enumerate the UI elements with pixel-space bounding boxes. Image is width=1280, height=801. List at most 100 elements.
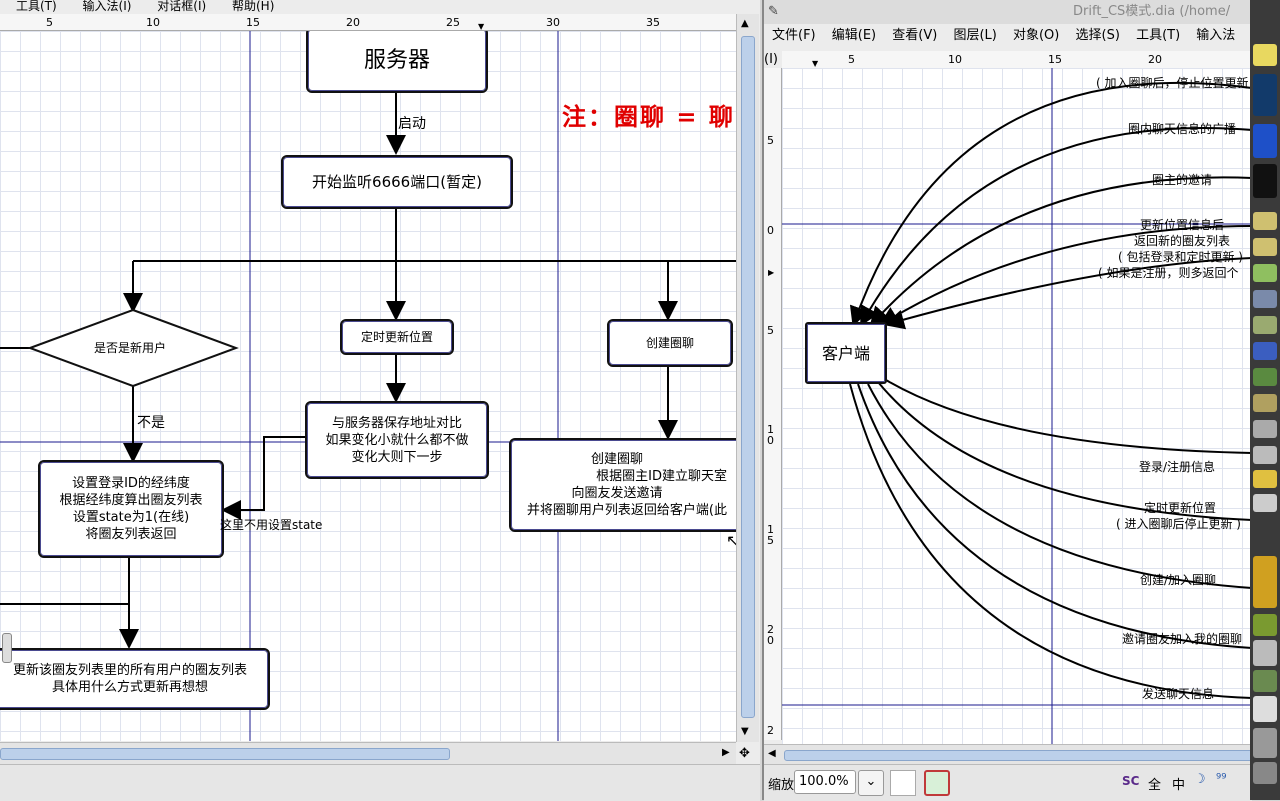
ruler-label: 15	[767, 523, 774, 547]
notepad-icon[interactable]	[1253, 238, 1277, 256]
menu-file[interactable]: 文件(F)	[772, 28, 816, 43]
scim-icon[interactable]: SC	[1122, 774, 1140, 788]
ime-moon-icon[interactable]: ☽	[1194, 772, 1206, 787]
snap-object-icon[interactable]	[924, 770, 950, 796]
timed-update-box[interactable]: 定时更新位置	[340, 319, 454, 355]
snap-grid-icon[interactable]	[890, 770, 916, 796]
client-box[interactable]: 客户端	[805, 322, 887, 384]
is-new-user-diamond[interactable]: 是否是新用户	[94, 341, 167, 355]
flow-label-if-register: ( 如果是注册，则多返回个	[1098, 266, 1239, 280]
paper-icon[interactable]	[1253, 420, 1277, 438]
scroll-down-icon[interactable]: ▼	[741, 726, 749, 737]
ruler-label: 10	[767, 423, 774, 447]
create-detail-line: 向圈友发送邀请	[571, 486, 663, 501]
browser-icon[interactable]	[1253, 264, 1277, 282]
ruler-label: 20	[346, 16, 360, 29]
system-monitor-icon[interactable]	[1253, 74, 1277, 116]
ime-fullwidth[interactable]: 全	[1148, 778, 1162, 793]
right-hscroll-thumb[interactable]	[784, 750, 1254, 761]
left-connectors	[0, 31, 736, 741]
zoom-label: 缩放	[768, 778, 795, 793]
right-horizontal-scrollbar[interactable]: ◀	[764, 744, 1254, 765]
tool-icon[interactable]	[1253, 316, 1277, 334]
right-statusbar: 缩放 100.0% ⌄ SC 全 中 ☽ ⁹⁹	[764, 764, 1252, 801]
ime-language[interactable]: 中	[1172, 778, 1186, 793]
menu-layers[interactable]: 图层(L)	[953, 28, 997, 43]
scroll-up-icon[interactable]: ▲	[741, 18, 749, 29]
right-connectors	[782, 68, 1252, 744]
set-login-line: 设置登录ID的经纬度	[72, 476, 190, 491]
menu-tools[interactable]: 工具(T)	[1136, 28, 1181, 43]
tray-icon[interactable]	[1253, 762, 1277, 784]
ruler-label: 5	[767, 324, 774, 337]
ruler-label: 10	[146, 16, 160, 29]
left-menubar: 工具(T) 输入法(I) 对话框(I) 帮助(H)	[0, 0, 760, 14]
notes-icon[interactable]	[1253, 44, 1277, 66]
disk-icon[interactable]	[1253, 640, 1277, 666]
menu-edit[interactable]: 编辑(E)	[831, 28, 877, 43]
left-vscroll-thumb[interactable]	[741, 36, 755, 718]
archive-icon[interactable]	[1253, 614, 1277, 636]
menu-view[interactable]: 查看(V)	[892, 28, 938, 43]
start-label: 启动	[398, 116, 426, 132]
flow-label-stop-update: ( 进入圈聊后停止更新 )	[1116, 517, 1241, 531]
display-icon[interactable]	[1253, 290, 1277, 308]
network-monitor-icon[interactable]	[1253, 124, 1277, 158]
menu-input-method[interactable]: 输入法(I)	[764, 28, 1236, 67]
flow-label-create-join: 创建/加入圈聊	[1140, 573, 1217, 587]
right-diagram-canvas[interactable]: 客户端 ( 加入圈聊后，停止位置更新 圈内聊天信息的广播 圈主的邀请 更新位置信…	[782, 68, 1252, 744]
hanger-icon[interactable]	[1253, 696, 1277, 722]
ruler-label: 5	[46, 16, 53, 29]
navigate-cross-icon[interactable]: ✥	[739, 746, 750, 761]
right-dock	[1250, 0, 1280, 800]
set-login-box[interactable]: 设置登录ID的经纬度 根据经纬度算出圈友列表 设置state为1(在线) 将圈友…	[38, 460, 224, 558]
menu-objects[interactable]: 对象(O)	[1012, 28, 1060, 43]
compare-line: 与服务器保存地址对比	[331, 415, 462, 431]
set-login-line: 根据经纬度算出圈友列表	[59, 493, 203, 508]
scroll-right-icon[interactable]: ▶	[722, 747, 730, 758]
create-chat-box[interactable]: 创建圈聊	[607, 319, 733, 367]
right-vertical-ruler: 5 0 5 10 15 20 2 ▶	[764, 68, 782, 740]
books-icon[interactable]	[1253, 670, 1277, 692]
menu-tools[interactable]: 工具(T)	[16, 0, 57, 13]
ruler-pointer-icon: ▼	[812, 59, 819, 68]
brush-icon[interactable]	[1253, 394, 1277, 412]
zoom-input[interactable]: 100.0%	[794, 770, 856, 794]
left-vertical-scrollbar[interactable]: ▲ ▼	[736, 14, 759, 742]
create-chat-detail-box[interactable]: 创建圈聊 根据圈主ID建立聊天室 向圈友发送邀请 并将圈聊用户列表返回给客户端(…	[509, 438, 736, 532]
server-box[interactable]: 服务器	[306, 31, 488, 93]
edit-icon[interactable]	[1253, 212, 1277, 230]
scroll-left-icon[interactable]: ◀	[768, 748, 776, 759]
ruler-label: 2	[767, 724, 774, 737]
ime-punct-icon[interactable]: ⁹⁹	[1216, 772, 1227, 787]
chat-app-icon[interactable]	[1253, 556, 1277, 608]
camera-icon[interactable]	[1253, 494, 1277, 512]
cpu-graph-icon[interactable]	[1253, 164, 1277, 198]
ruler-label: 5	[848, 53, 855, 66]
canvas-handle[interactable]	[2, 633, 12, 663]
left-horizontal-scrollbar[interactable]: ▶	[0, 742, 736, 765]
menu-select[interactable]: 选择(S)	[1075, 28, 1120, 43]
ruler-label: 20	[767, 623, 774, 647]
menu-dialogs[interactable]: 对话框(I)	[157, 0, 207, 13]
app-blue-icon[interactable]	[1253, 342, 1277, 360]
green-tool-icon[interactable]	[1253, 368, 1277, 386]
update-friends-box[interactable]: 更新该圈友列表里的所有用户的圈友列表 具体用什么方式更新再想想	[0, 648, 270, 710]
menu-input-method[interactable]: 输入法(I)	[82, 0, 132, 13]
left-diagram-canvas[interactable]: 服务器 启动 开始监听6666端口(暂定) 注：圈聊 = 聊 是否是新用户 定时…	[0, 31, 736, 741]
listen-port-box[interactable]: 开始监听6666端口(暂定)	[281, 155, 513, 209]
right-horizontal-ruler: 5 10 15 20 ▼	[782, 51, 1252, 69]
star-icon[interactable]	[1253, 470, 1277, 488]
compare-line: 变化大则下一步	[351, 449, 443, 465]
zoom-dropdown-chevron-icon[interactable]: ⌄	[858, 770, 884, 796]
flow-label-join-chat: ( 加入圈聊后，停止位置更新	[1096, 76, 1249, 90]
create-detail-line: 根据圈主ID建立聊天室	[596, 469, 727, 484]
trash-icon[interactable]	[1253, 728, 1277, 758]
menu-help[interactable]: 帮助(H)	[232, 0, 275, 13]
left-hscroll-thumb[interactable]	[0, 748, 450, 760]
set-login-line: 将圈友列表返回	[85, 527, 177, 542]
compare-address-box[interactable]: 与服务器保存地址对比 如果变化小就什么都不做 变化大则下一步	[305, 401, 489, 479]
no-state-label: 这里不用设置state	[220, 518, 323, 532]
paper-icon[interactable]	[1253, 446, 1277, 464]
ruler-label: 35	[646, 16, 660, 29]
